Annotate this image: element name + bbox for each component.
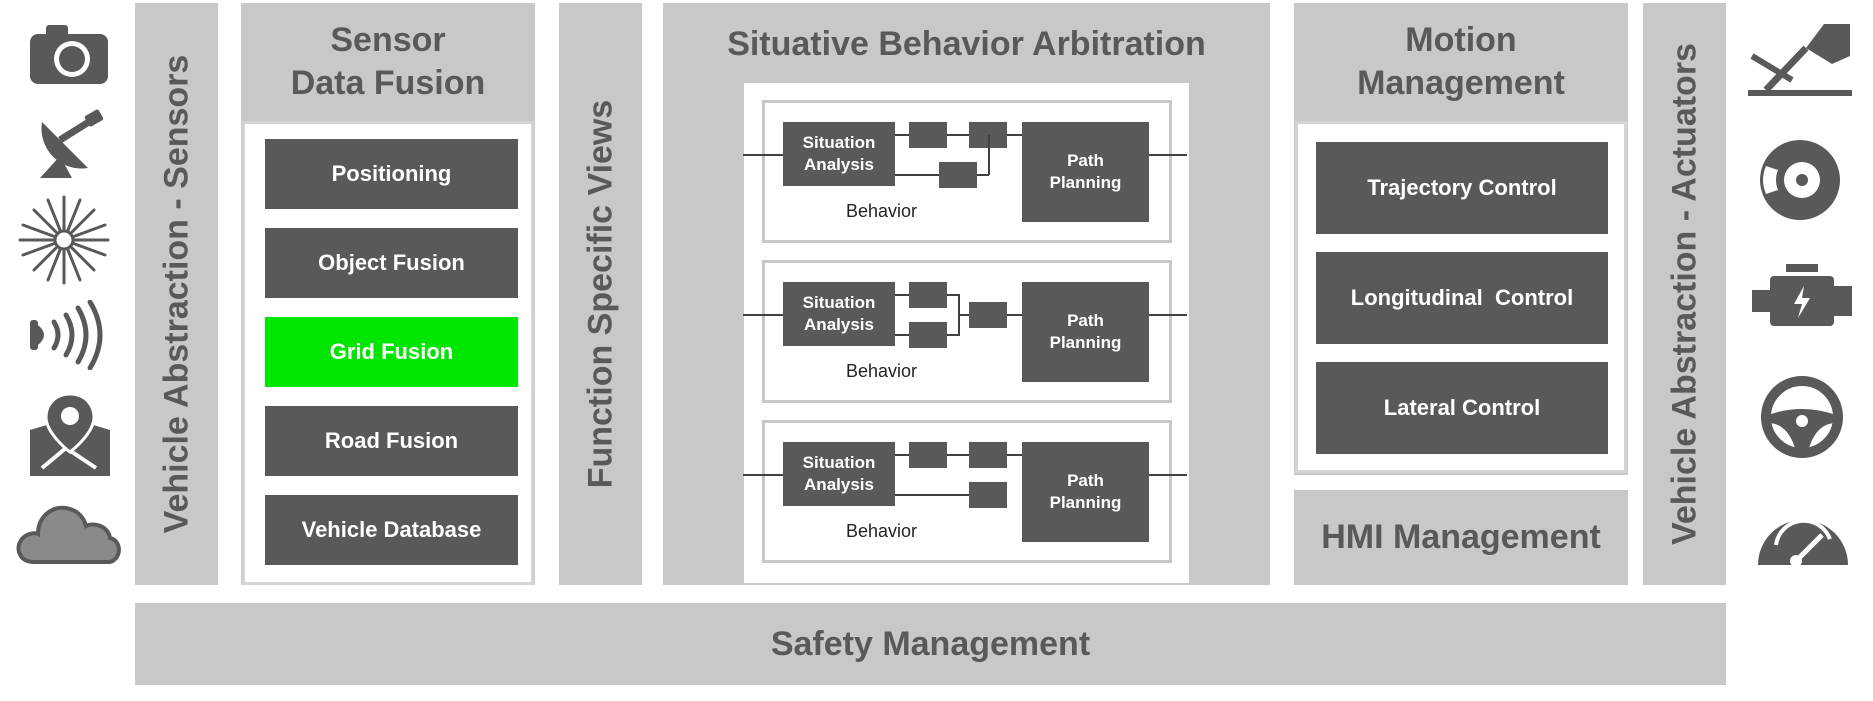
grid-fusion-block: Grid Fusion <box>265 317 518 387</box>
function-specific-views-panel: Function Specific Views <box>559 3 642 585</box>
intermediate-block <box>909 282 947 308</box>
longitudinal-control-block: Longitudinal Control <box>1316 252 1608 344</box>
engine-icon <box>1752 264 1852 326</box>
vehicle-abstraction-actuators-label: Vehicle Abstraction - Actuators <box>1665 43 1703 545</box>
intermediate-block <box>969 442 1007 468</box>
vehicle-abstraction-sensors-label: Vehicle Abstraction - Sensors <box>157 54 195 534</box>
motion-management-panel: Motion Management Trajectory Control Lon… <box>1294 3 1628 475</box>
intermediate-block <box>909 322 947 348</box>
hmi-management-label: HMI Management <box>1321 518 1601 556</box>
connector <box>1007 314 1022 316</box>
radar-dish-icon <box>40 109 104 178</box>
lateral-control-block: Lateral Control <box>1316 362 1608 454</box>
map-pin-icon <box>30 392 110 476</box>
intermediate-block <box>939 162 977 188</box>
connector <box>947 134 969 136</box>
connector <box>977 174 989 176</box>
road-fusion-block: Road Fusion <box>265 406 518 476</box>
hmi-management-panel: HMI Management <box>1294 490 1628 585</box>
cloud-icon <box>16 505 121 564</box>
connector <box>895 294 909 296</box>
connector <box>1149 474 1187 476</box>
sensor-fusion-list: Positioning Object Fusion Grid Fusion Ro… <box>242 121 534 585</box>
sensor-data-fusion-panel: Sensor Data Fusion Positioning Object Fu… <box>241 3 535 585</box>
connector <box>988 135 990 175</box>
connector <box>895 334 909 336</box>
safety-management-label: Safety Management <box>770 625 1091 663</box>
ultrasonic-icon <box>30 300 103 370</box>
speedometer-icon <box>1758 518 1848 567</box>
brake-disc-icon <box>1760 140 1840 220</box>
connector <box>1149 154 1187 156</box>
function-specific-views-label: Function Specific Views <box>581 99 619 489</box>
safety-management-panel: Safety Management <box>135 603 1726 685</box>
intermediate-block <box>969 302 1007 328</box>
connector <box>1007 134 1022 136</box>
lidar-icon <box>18 195 110 285</box>
behavior-label: Behavior <box>846 201 918 221</box>
connector <box>1149 314 1187 316</box>
connector <box>1007 454 1022 456</box>
connector <box>743 314 783 316</box>
behavior-label: Behavior <box>846 521 918 541</box>
connector <box>895 134 909 136</box>
steering-wheel-icon <box>1761 376 1843 458</box>
pedal-icon <box>1748 24 1852 96</box>
connector <box>947 294 959 296</box>
positioning-block: Positioning <box>265 139 518 209</box>
vehicle-abstraction-actuators-panel: Vehicle Abstraction - Actuators <box>1643 3 1726 585</box>
intermediate-block <box>909 442 947 468</box>
connector <box>958 314 969 316</box>
camera-icon <box>30 25 108 84</box>
intermediate-block <box>909 122 947 148</box>
connector <box>947 454 969 456</box>
connector <box>895 454 909 456</box>
vehicle-abstraction-sensors-panel: Vehicle Abstraction - Sensors <box>135 3 218 585</box>
connector <box>947 334 959 336</box>
behavior-label: Behavior <box>846 361 918 381</box>
motion-control-list: Trajectory Control Longitudinal Control … <box>1295 121 1627 473</box>
trajectory-control-block: Trajectory Control <box>1316 142 1608 234</box>
object-fusion-block: Object Fusion <box>265 228 518 298</box>
vehicle-database-block: Vehicle Database <box>265 495 518 565</box>
connector <box>743 474 783 476</box>
connector <box>743 154 783 156</box>
sensor-data-fusion-title: Sensor Data Fusion <box>290 21 486 102</box>
intermediate-block <box>969 482 1007 508</box>
arbitration-title: Situative Behavior Arbitration <box>727 25 1206 63</box>
motion-management-title: Motion Management <box>1357 21 1565 102</box>
connector <box>895 174 939 176</box>
connector <box>895 494 969 496</box>
